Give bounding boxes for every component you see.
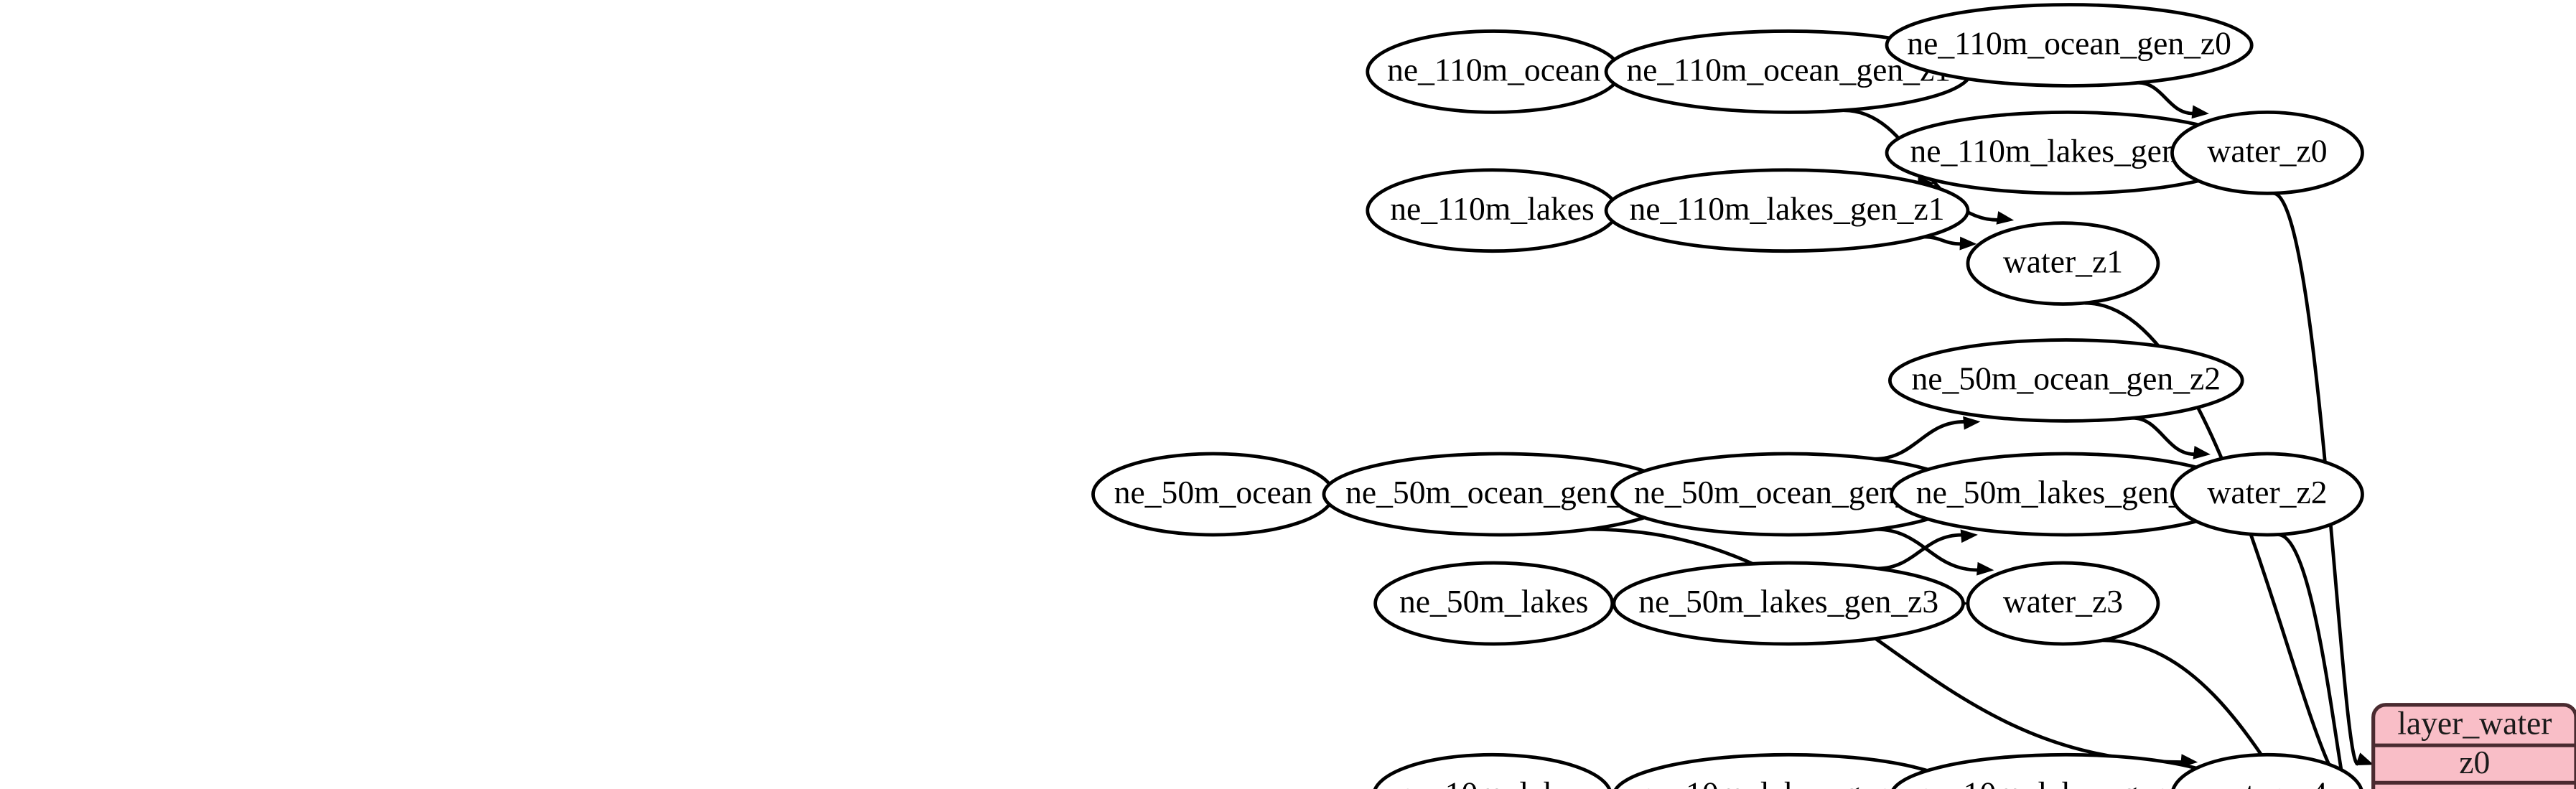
node-layer: imposm3osm_water_polygonosm_ocean_polygo… — [1091, 3, 2364, 789]
graph-node-ne_10m_lakes[interactable]: ne_10m_lakes — [1373, 752, 1612, 789]
graph-node-water_z4[interactable]: water_z4 — [2171, 752, 2363, 789]
node-label: ne_50m_lakes — [1399, 583, 1588, 620]
edge-arrowhead — [2355, 752, 2374, 766]
graph-node-ne_110m_lakes_gen_z0[interactable]: ne_110m_lakes_gen_z0 — [1885, 110, 2251, 195]
graph-node-ne_50m_ocean_gen_z4[interactable]: ne_50m_ocean_gen_z4 — [1322, 452, 1679, 537]
edge-arrowhead — [2191, 105, 2209, 119]
node-label: ne_50m_ocean_gen_z4 — [1345, 474, 1655, 510]
record-row-z1[interactable]: z1 — [2459, 781, 2490, 789]
graph-edge — [2132, 416, 2195, 457]
record-row-z0[interactable]: z0 — [2459, 744, 2490, 780]
graph-node-water_z0[interactable]: water_z0 — [2170, 110, 2364, 195]
node-label: water_z0 — [2207, 132, 2327, 169]
graph-node-water_z3[interactable]: water_z3 — [1966, 561, 2160, 646]
edge-arrowhead — [1996, 211, 2015, 225]
graph-node-ne_110m_lakes[interactable]: ne_110m_lakes — [1366, 168, 1619, 253]
node-ellipse — [1966, 221, 2160, 306]
node-ellipse — [1614, 752, 1964, 789]
node-ellipse — [1604, 168, 1970, 253]
node-ellipse — [1891, 752, 2241, 789]
graph-edge — [1877, 533, 1962, 571]
graph-node-ne_50m_lakes_gen_z2[interactable]: ne_50m_lakes_gen_z2 — [1890, 452, 2243, 537]
edge-arrowhead — [2180, 754, 2198, 768]
edge-arrowhead — [2193, 446, 2211, 459]
node-label: ne_110m_ocean_gen_z0 — [1907, 25, 2231, 62]
node-label: water_z3 — [2003, 583, 2123, 620]
graph-edge — [2277, 533, 2346, 789]
node-ellipse — [2170, 110, 2364, 195]
graph-node-water_z2[interactable]: water_z2 — [2170, 452, 2364, 537]
graph-node-ne_50m_lakes_gen_z3[interactable]: ne_50m_lakes_gen_z3 — [1612, 561, 1965, 646]
node-label: ne_50m_lakes_gen_z3 — [1638, 583, 1938, 620]
node-label: ne_10m_lakes_gen_z5 — [1638, 775, 1938, 789]
graph-node-ne_50m_lakes[interactable]: ne_50m_lakes — [1373, 561, 1615, 646]
graph-node-ne_10m_lakes_gen_z5[interactable]: ne_10m_lakes_gen_z5 — [1614, 752, 1964, 789]
node-label: ne_10m_lakes — [1398, 775, 1587, 789]
node-label: ne_50m_ocean — [1114, 474, 1312, 510]
graph-node-ne_50m_ocean_gen_z2[interactable]: ne_50m_ocean_gen_z2 — [1887, 338, 2244, 423]
node-label: ne_110m_lakes — [1390, 190, 1595, 227]
record-node-layer-water[interactable]: layer_waterz0z1z2z3z4z5z6z7z8z9z10z11z12… — [2371, 703, 2576, 789]
graph-node-ne_50m_ocean_gen_z3[interactable]: ne_50m_ocean_gen_z3 — [1610, 452, 1966, 537]
graph-edge — [1875, 420, 1964, 461]
graph-node-ne_10m_lakes_gen_z4[interactable]: ne_10m_lakes_gen_z4 — [1891, 752, 2241, 789]
edge-arrowhead — [1977, 561, 1994, 576]
node-ellipse — [2171, 752, 2363, 789]
node-ellipse — [1612, 561, 1965, 646]
node-label: water_z4 — [2207, 775, 2327, 789]
node-label: ne_10m_lakes_gen_z4 — [1916, 775, 2216, 789]
graph-edge — [1589, 527, 2182, 764]
node-label: ne_50m_lakes_gen_z2 — [1916, 474, 2216, 510]
node-ellipse — [1966, 561, 2160, 646]
node-label: ne_110m_ocean — [1387, 52, 1600, 88]
record-header-label: layer_water — [2397, 705, 2552, 742]
graph-edge — [1924, 235, 1961, 246]
record-layer: layer_waterz0z1z2z3z4z5z6z7z8z9z10z11z12… — [2371, 703, 2576, 789]
edge-arrowhead — [1960, 529, 1978, 543]
graph-node-ne_110m_lakes_gen_z1[interactable]: ne_110m_lakes_gen_z1 — [1604, 168, 1970, 253]
node-ellipse — [1887, 338, 2244, 423]
node-label: water_z2 — [2207, 474, 2327, 510]
node-ellipse — [1373, 752, 1612, 789]
edge-arrowhead — [1963, 416, 1981, 430]
node-ellipse — [2170, 452, 2364, 537]
graph-node-ne_110m_ocean[interactable]: ne_110m_ocean — [1366, 29, 1623, 114]
edge-arrowhead — [1959, 236, 1977, 251]
node-label: ne_110m_lakes_gen_z1 — [1629, 190, 1944, 227]
graph-node-ne_50m_ocean[interactable]: ne_50m_ocean — [1091, 452, 1335, 537]
graph-edge — [1877, 527, 1978, 572]
node-label: water_z1 — [2003, 243, 2123, 280]
node-ellipse — [1885, 3, 2254, 88]
graph-node-ne_110m_ocean_gen_z0[interactable]: ne_110m_ocean_gen_z0 — [1885, 3, 2254, 88]
graph-edge — [2138, 80, 2193, 116]
node-label: ne_50m_ocean_gen_z2 — [1911, 360, 2221, 397]
graph-node-water_z1[interactable]: water_z1 — [1966, 221, 2160, 306]
